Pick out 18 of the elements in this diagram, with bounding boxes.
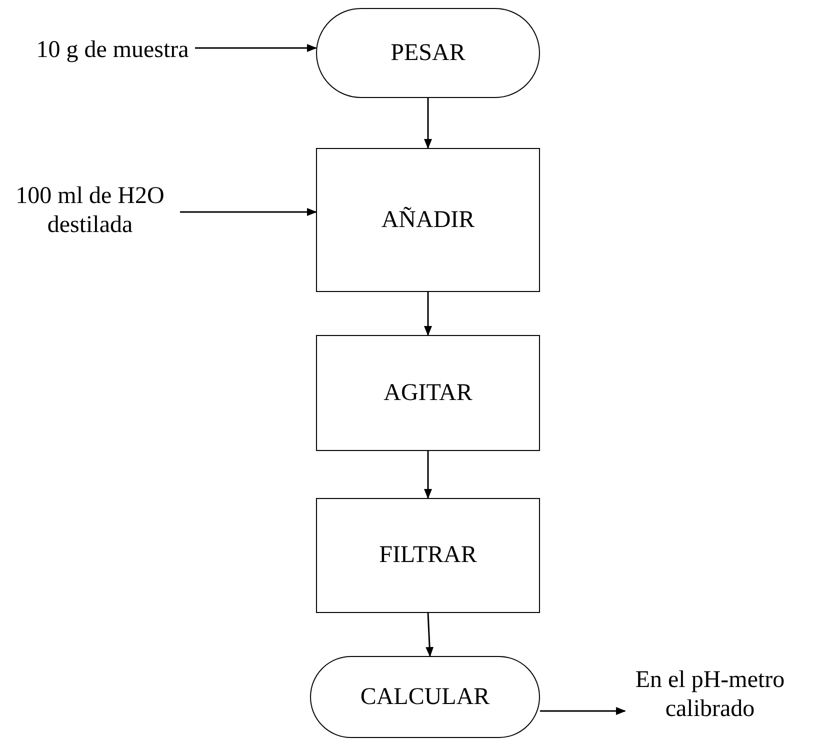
arrow — [424, 98, 432, 149]
arrow — [195, 44, 317, 52]
arrow — [540, 707, 626, 715]
arrow — [424, 292, 432, 336]
input-label: En el pH-metro calibrado — [634, 666, 786, 724]
process-box — [316, 498, 540, 613]
step-label: AGITAR — [384, 378, 472, 408]
step-label: CALCULAR — [360, 682, 490, 712]
process-box — [316, 335, 540, 451]
arrow — [426, 612, 434, 657]
input-label: 10 g de muestra — [36, 36, 189, 64]
arrow — [424, 451, 432, 499]
step-label: AÑADIR — [381, 206, 475, 234]
input-label: 100 ml de H2O destilada — [14, 182, 166, 240]
process-box — [316, 148, 540, 292]
step-label: PESAR — [390, 38, 466, 68]
step-label: FILTRAR — [379, 541, 477, 570]
arrow — [180, 208, 317, 216]
